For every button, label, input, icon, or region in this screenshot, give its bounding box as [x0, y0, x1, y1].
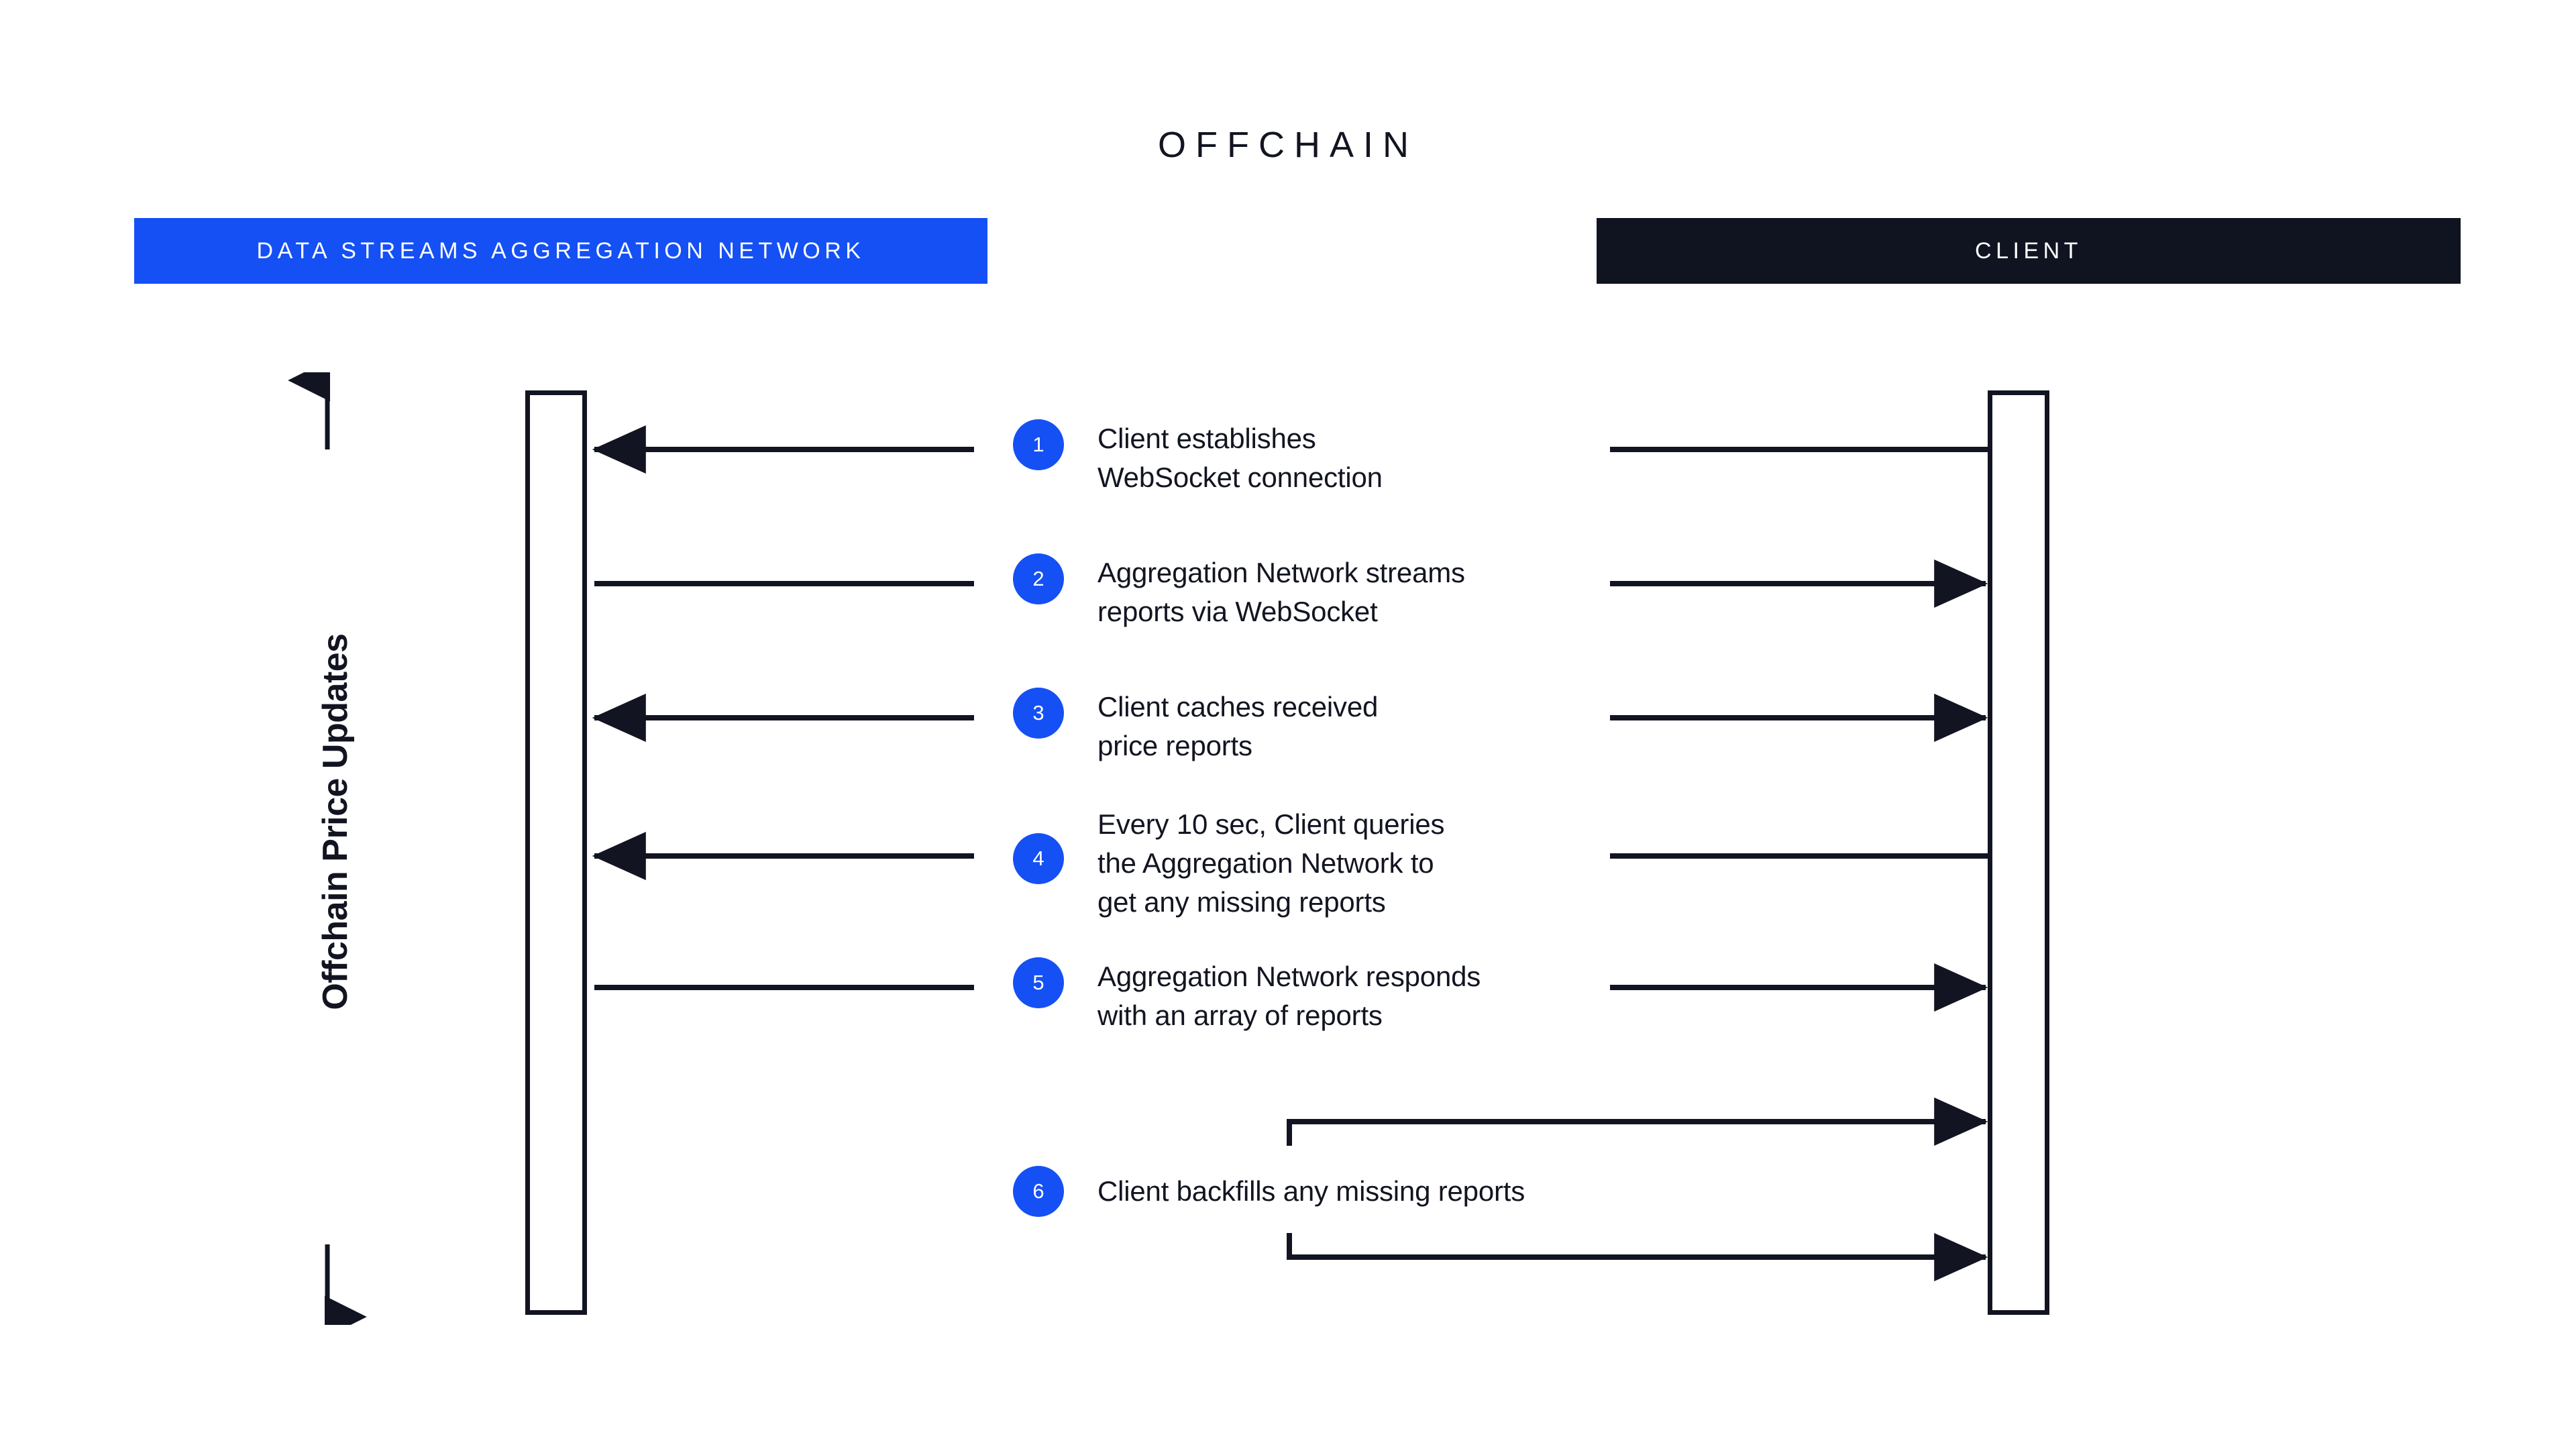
lifeline-aggregation-network — [525, 390, 587, 1315]
step-item-3: 3 Client caches received price reports — [1013, 688, 1378, 765]
step-item-2: 2 Aggregation Network streams reports vi… — [1013, 553, 1465, 631]
step-badge-5: 5 — [1013, 957, 1064, 1008]
offchain-price-updates-axis: Offchain Price Updates — [268, 372, 402, 1325]
step-item-4: 4 Every 10 sec, Client queries the Aggre… — [1013, 805, 1445, 922]
connector-6-top — [1287, 1097, 1988, 1146]
connector-6-bottom — [1287, 1233, 1988, 1281]
step-text-3: Client caches received price reports — [1097, 691, 1379, 761]
step-text-6: Client backfills any missing reports — [1097, 1175, 1525, 1207]
step-badge-6: 6 — [1013, 1166, 1064, 1217]
step-item-6: 6 Client backfills any missing reports — [1013, 1166, 1525, 1217]
actor-header-client-label: CLIENT — [1975, 237, 2082, 264]
step-text-5: Aggregation Network responds with an arr… — [1097, 961, 1481, 1031]
step-item-5: 5 Aggregation Network responds with an a… — [1013, 957, 1481, 1035]
step-badge-2: 2 — [1013, 553, 1064, 604]
section-title-offchain: OFFCHAIN — [1158, 125, 1418, 165]
step-badge-1: 1 — [1013, 419, 1064, 470]
lifeline-client — [1988, 390, 2049, 1315]
step-badge-3: 3 — [1013, 688, 1064, 739]
step-text-4: Every 10 sec, Client queries the Aggrega… — [1097, 808, 1445, 918]
step-text-1: Client establishes WebSocket connection — [1097, 423, 1383, 493]
actor-header-aggregation-network: DATA STREAMS AGGREGATION NETWORK — [134, 218, 987, 284]
actor-header-aggregation-network-label: DATA STREAMS AGGREGATION NETWORK — [256, 237, 865, 264]
step-badge-4: 4 — [1013, 833, 1064, 884]
step-item-1: 1 Client establishes WebSocket connectio… — [1013, 419, 1383, 497]
actor-header-client: CLIENT — [1597, 218, 2461, 284]
axis-label-offchain-price-updates: Offchain Price Updates — [316, 633, 355, 1010]
vertical-double-arrow-icon — [288, 372, 367, 1325]
step-text-2: Aggregation Network streams reports via … — [1097, 557, 1465, 627]
